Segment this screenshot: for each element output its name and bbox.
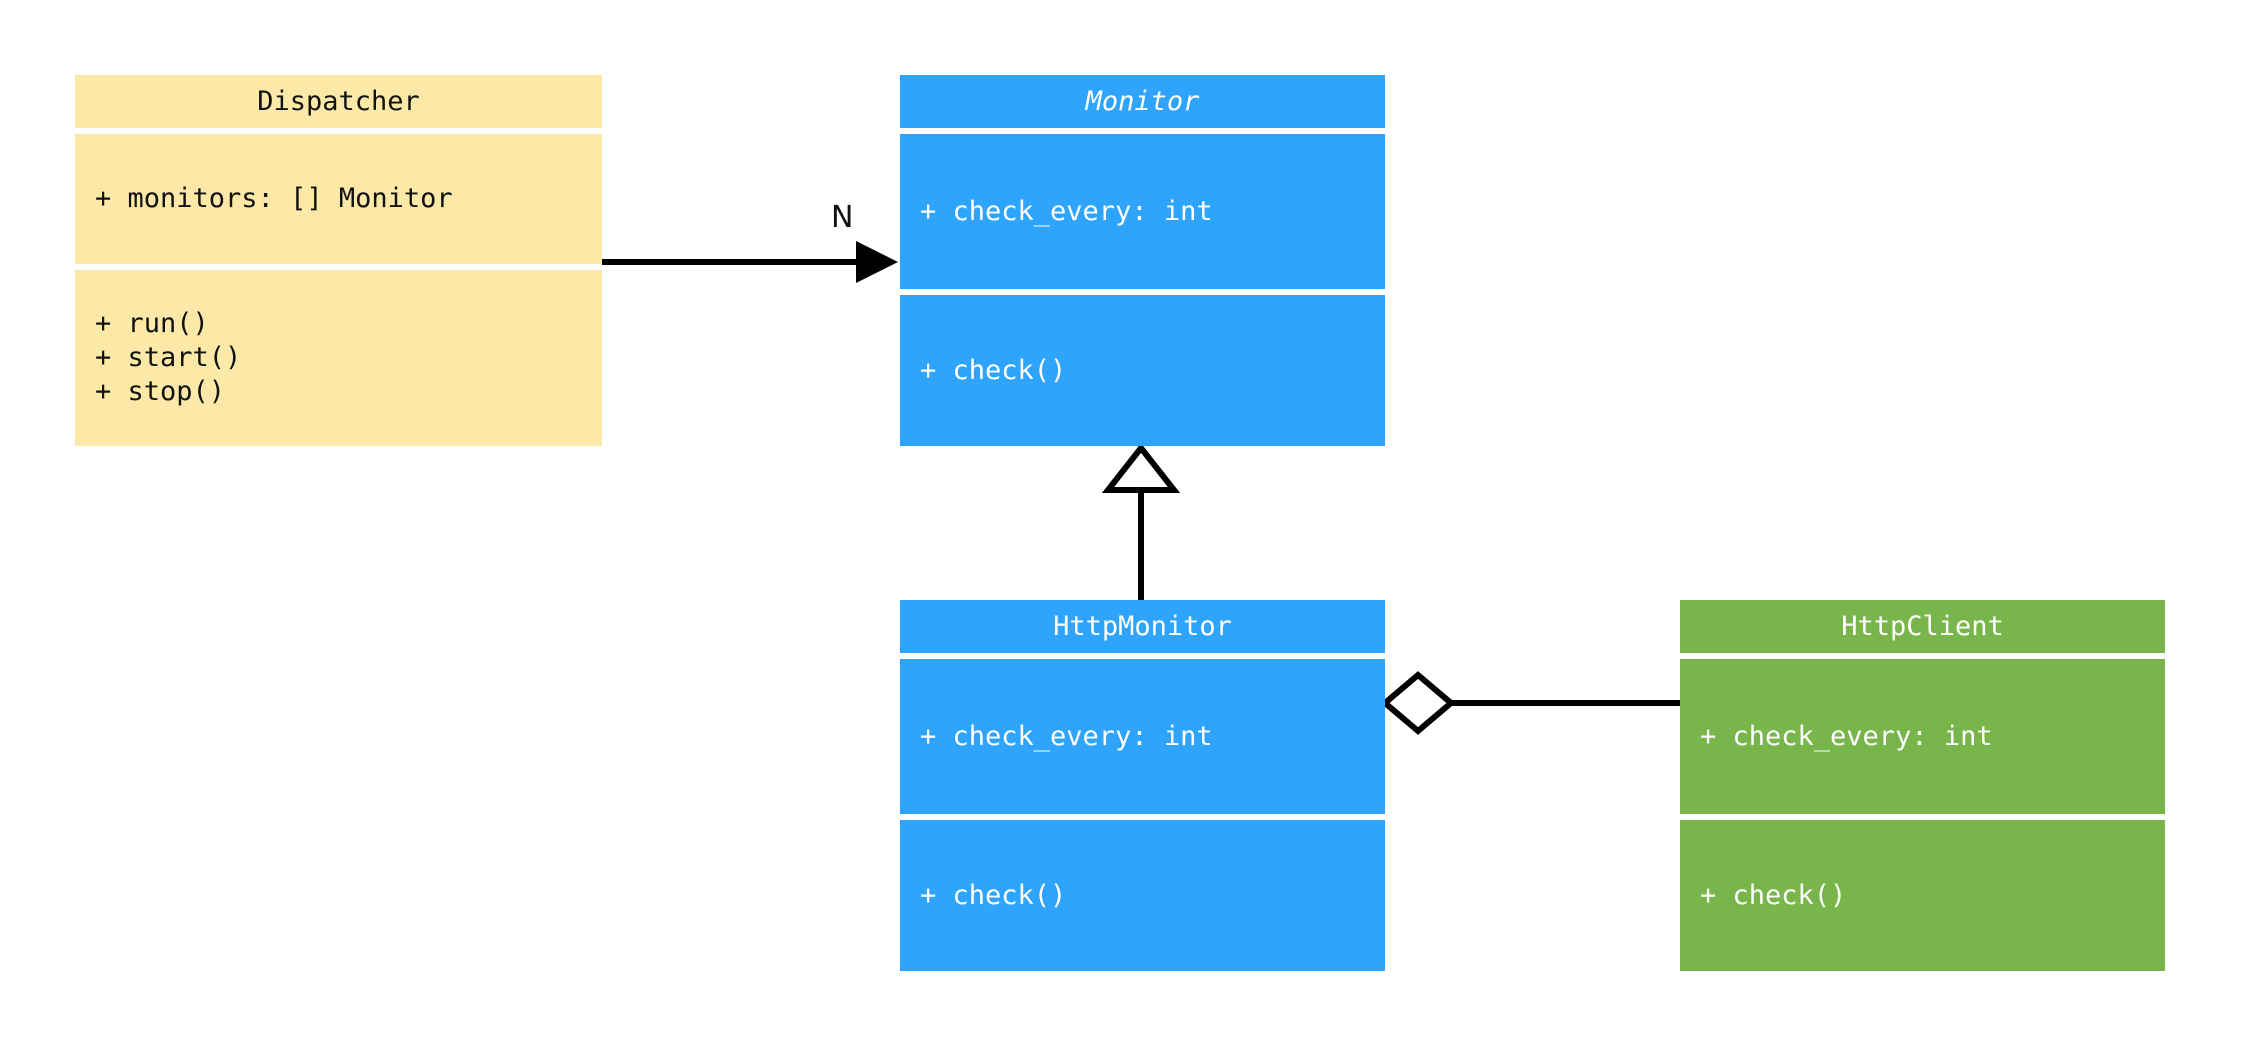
class-methods-monitor: + check() [900,295,1385,446]
class-attributes-http-client: + check_every: int [1680,659,2165,814]
method-row: + run() [95,308,209,339]
class-attributes-monitor: + check_every: int [900,134,1385,289]
compartment-divider [900,289,1385,295]
compartment-divider [900,653,1385,659]
compartment-divider [1680,814,2165,820]
compartment-divider [900,814,1385,820]
hollow-triangle-icon [1101,443,1181,493]
class-box-http-monitor[interactable]: HttpMonitor + check_every: int + check() [900,600,1385,971]
compartment-divider [75,128,602,134]
class-title-http-client: HttpClient [1680,600,2165,653]
attribute-row: + monitors: [] Monitor [95,183,453,214]
class-methods-http-client: + check() [1680,820,2165,971]
class-box-monitor[interactable]: Monitor + check_every: int + check() [900,75,1385,446]
hollow-diamond-icon [1380,671,1456,735]
association-multiplicity-label: N [831,200,854,235]
relation-httpmonitor-aggregates-httpclient [1380,671,1680,735]
class-attributes-dispatcher: + monitors: [] Monitor [75,134,602,264]
relation-httpmonitor-inherits-monitor [1101,443,1181,600]
class-methods-dispatcher: + run() + start() + stop() [75,270,602,446]
class-title-monitor: Monitor [900,75,1385,128]
class-box-dispatcher[interactable]: Dispatcher + monitors: [] Monitor + run(… [75,75,602,446]
method-row: + check() [920,354,1067,386]
compartment-divider [75,264,602,270]
class-box-http-client[interactable]: HttpClient + check_every: int + check() [1680,600,2165,971]
attribute-row: + check_every: int [920,720,1213,752]
relation-dispatcher-to-monitor [600,241,898,283]
compartment-divider [1680,653,2165,659]
filled-arrowhead-icon [856,241,898,283]
class-title-http-monitor: HttpMonitor [900,600,1385,653]
class-attributes-http-monitor: + check_every: int [900,659,1385,814]
class-methods-http-monitor: + check() [900,820,1385,971]
method-row: + check() [920,879,1067,911]
attribute-row: + check_every: int [920,195,1213,227]
class-title-dispatcher: Dispatcher [75,75,602,128]
compartment-divider [900,128,1385,134]
method-row: + start() [95,342,242,373]
attribute-row: + check_every: int [1700,720,1993,752]
method-row: + stop() [95,376,226,407]
method-row: + check() [1700,879,1847,911]
